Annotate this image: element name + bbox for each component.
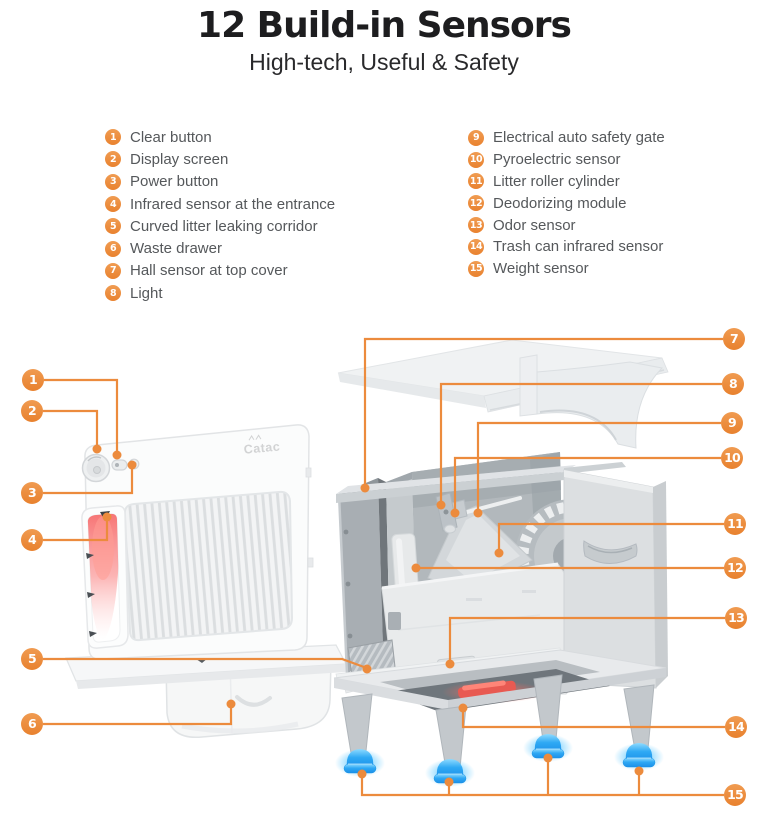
legend-label: Clear button [130,128,212,146]
legend-label: Electrical auto safety gate [493,129,665,147]
callout-line-7 [363,337,723,485]
callout-badge-6: 6 [21,713,43,735]
callout-badge-3: 3 [21,482,43,504]
exploded-unit [333,339,669,787]
legend-number-badge: 4 [105,196,121,213]
legend-item: 13 Odor sensor [468,214,665,236]
legend-number-badge: 13 [468,217,484,234]
legend-item: 9 Electrical auto safety gate [468,127,665,149]
callout-endpoint-dots [92,444,644,787]
legend-label: Litter roller cylinder [493,172,620,190]
legend-number-badge: 10 [468,151,484,168]
legend-number-badge: 8 [105,285,121,302]
legend-label: Power button [130,173,219,191]
callout-badge-11: 11 [724,513,746,535]
brand-logo: Catac [243,434,281,457]
callout-badge-2: 2 [21,400,43,422]
weight-sensor-feet [335,734,664,787]
legend-number-badge: 1 [105,129,121,146]
legend-item: 2 Display screen [105,148,335,170]
callout-badge-15: 15 [724,784,746,806]
legend-label: Odor sensor [493,216,576,234]
callout-line-4 [43,520,109,542]
legend-number-badge: 15 [468,260,484,277]
infrared-beam [87,513,119,640]
entrance-port [81,505,129,649]
panel-handle [583,540,638,564]
legend-item: 3 Power button [105,171,335,193]
legend-label: Curved litter leaking corridor [130,217,318,235]
legend-label: Infrared sensor at the entrance [130,195,336,213]
callout-lines [43,337,725,797]
callout-line-9 [476,421,721,510]
legend-item: 12 Deodorizing module [468,192,665,214]
callout-line-1 [44,378,119,452]
legend-number-badge: 9 [468,129,484,146]
legend-item: 7 Hall sensor at top cover [105,260,335,282]
callout-badge-4: 4 [21,529,43,551]
callout-line-11 [497,522,724,550]
legend-item: 1 Clear button [105,126,335,148]
legend-number-badge: 2 [105,151,121,168]
vent-grille [123,490,294,642]
callout-badge-7: 7 [723,328,745,350]
callout-badge-12: 12 [724,557,746,579]
legend-label: Trash can infrared sensor [493,238,664,256]
callout-line-8 [439,382,722,502]
sensor-legend-left: 1 Clear button 2 Display screen 3 Power but… [105,126,335,304]
legend-number-badge: 7 [105,262,121,279]
legs [341,674,655,770]
legend-label: Pyroelectric sensor [493,151,621,169]
clear-button [111,459,128,471]
legend-number-badge: 12 [468,195,484,212]
page-title: 12 Build-in Sensors [197,5,572,46]
legend-label: Waste drawer [130,240,222,258]
top-cover [337,339,669,449]
legend-label: Display screen [130,150,229,168]
legend-number-badge: 5 [105,218,121,235]
display-dial [81,453,111,483]
callout-badge-14: 14 [725,716,747,738]
legend-item: 15 Weight sensor [468,258,665,280]
callout-line-10 [453,456,721,510]
callout-badge-13: 13 [725,607,747,629]
callout-line-13 [448,616,725,661]
callout-badge-10: 10 [721,447,743,469]
legend-item: 4 Infrared sensor at the entrance [105,193,335,215]
legend-label: Deodorizing module [493,194,627,212]
page-subtitle: High-tech, Useful & Safety [249,49,519,75]
front-panel: Catac [81,424,314,660]
svg-text:Catac: Catac [243,440,281,457]
callout-badge-8: 8 [722,373,744,395]
legend-item: 8 Light [105,282,335,304]
callout-badge-9: 9 [721,412,743,434]
weight-sensor-foot [614,743,664,771]
legend-item: 10 Pyroelectric sensor [468,149,665,171]
callout-badge-5: 5 [21,648,43,670]
legend-item: 14 Trash can infrared sensor [468,236,665,258]
legend-item: 6 Waste drawer [105,237,335,259]
legend-number-badge: 14 [468,238,484,255]
callout-line-6 [43,708,233,726]
callout-badge-1: 1 [22,369,44,391]
legend-number-badge: 3 [105,173,121,190]
callout-line-14 [461,712,725,729]
callout-line-3 [43,468,134,495]
callout-line-5 [43,657,365,669]
legend-item: 5 Curved litter leaking corridor [105,215,335,237]
legend-label: Light [130,284,163,302]
base-assembly [333,649,667,787]
legend-label: Hall sensor at top cover [130,262,288,280]
legend-item: 11 Litter roller cylinder [468,171,665,193]
legend-number-badge: 6 [105,240,121,257]
front-panel-assembly: Catac [65,424,348,739]
legend-label: Weight sensor [493,260,589,278]
callout-line-15 [360,762,724,797]
legend-number-badge: 11 [468,173,484,190]
weight-sensor-foot [335,749,385,777]
sensor-legend-right: 9 Electrical auto safety gate 10 Pyroelect… [468,127,665,280]
callout-line-2 [43,409,99,446]
